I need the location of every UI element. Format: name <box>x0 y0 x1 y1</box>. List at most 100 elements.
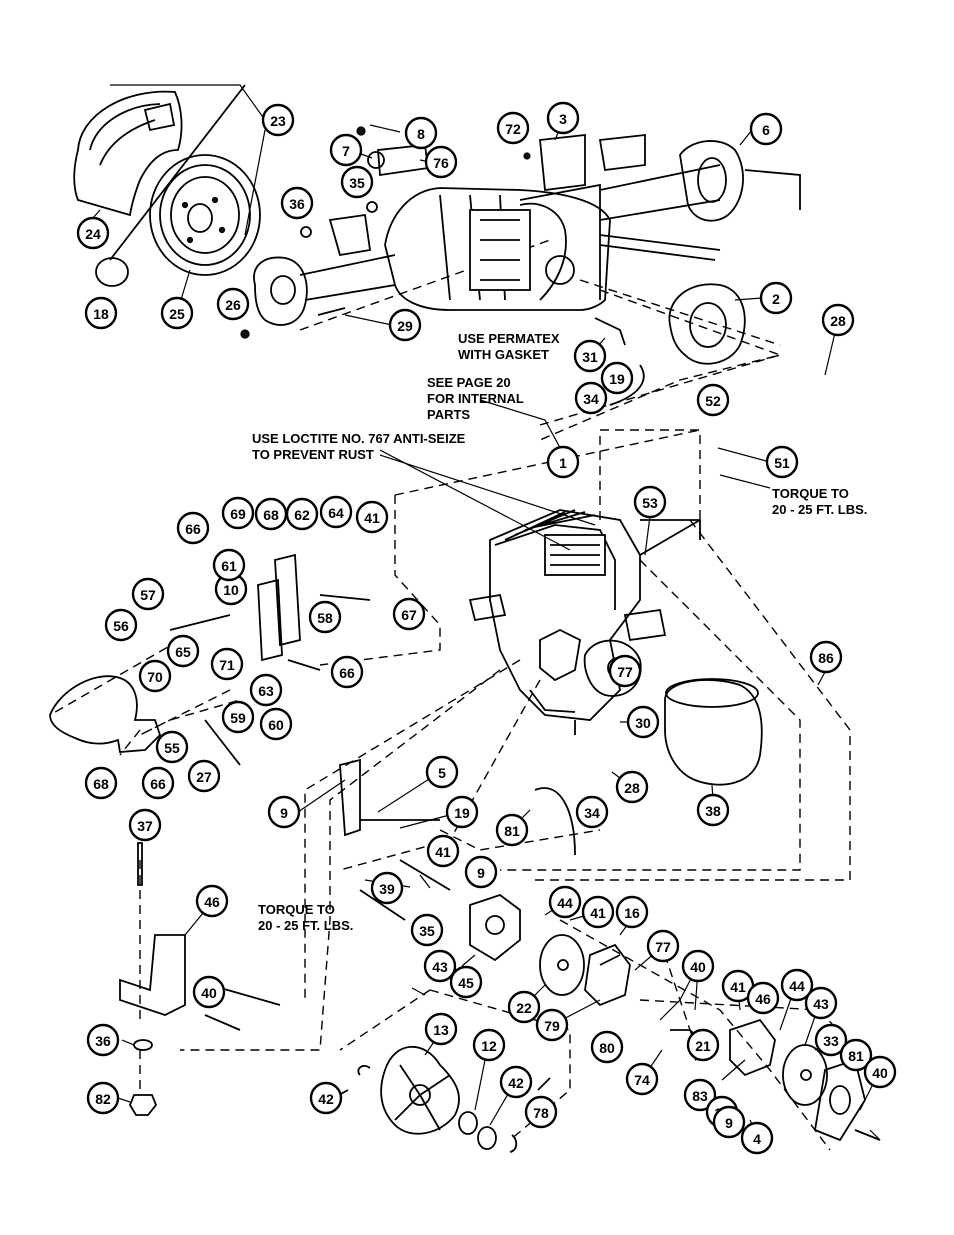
callout-label: 58 <box>317 610 333 626</box>
callout-3: 3 <box>546 101 580 135</box>
callout-label: 41 <box>730 979 746 995</box>
callout-label: 12 <box>481 1038 497 1054</box>
callout-label: 46 <box>204 894 220 910</box>
callout-circle <box>388 308 422 342</box>
callout-9: 9 <box>712 1105 746 1139</box>
callout-circle <box>160 296 194 330</box>
callout-circle <box>221 496 255 530</box>
callout-circle <box>740 1121 774 1155</box>
callout-circle <box>507 990 541 1024</box>
callout-label: 81 <box>848 1048 864 1064</box>
callout-68: 68 <box>84 766 118 800</box>
note-see-page-line-3: PARTS <box>427 407 470 422</box>
callout-circle <box>76 216 110 250</box>
callout-81: 81 <box>839 1038 873 1072</box>
callout-label: 36 <box>289 196 305 212</box>
callout-45: 45 <box>449 965 483 999</box>
callout-78: 78 <box>524 1095 558 1129</box>
callout-label: 82 <box>95 1091 111 1107</box>
callout-34: 34 <box>575 795 609 829</box>
callout-57: 57 <box>131 577 165 611</box>
callout-circle <box>821 303 855 337</box>
callout-40: 40 <box>192 975 226 1009</box>
callout-68: 68 <box>254 497 288 531</box>
callout-circle <box>696 383 730 417</box>
callout-30: 30 <box>626 705 660 739</box>
callout-label: 53 <box>642 495 658 511</box>
callout-53: 53 <box>633 485 667 519</box>
callout-circle <box>319 495 353 529</box>
callout-40: 40 <box>681 949 715 983</box>
callout-label: 41 <box>590 905 606 921</box>
callout-67: 67 <box>392 597 426 631</box>
callout-5: 5 <box>425 755 459 789</box>
callout-circle <box>86 1023 120 1057</box>
callout-circle <box>176 511 210 545</box>
callout-26: 26 <box>216 287 250 321</box>
callout-circle <box>581 895 615 929</box>
callout-circle <box>574 381 608 415</box>
assembly-notes: USE PERMATEX WITH GASKET SEE PAGE 20 FOR… <box>252 331 867 933</box>
callout-66: 66 <box>141 766 175 800</box>
callout-circle <box>249 673 283 707</box>
callout-circle <box>192 975 226 1009</box>
callout-label: 69 <box>230 506 246 522</box>
callout-circle <box>445 795 479 829</box>
callout-83: 83 <box>683 1078 717 1112</box>
callout-37: 37 <box>128 808 162 842</box>
callout-41: 41 <box>426 834 460 868</box>
callout-64: 64 <box>319 495 353 529</box>
callout-circle <box>573 339 607 373</box>
callout-82: 82 <box>86 1081 120 1115</box>
callout-label: 70 <box>147 669 163 685</box>
callout-77: 77 <box>646 929 680 963</box>
callout-28: 28 <box>615 770 649 804</box>
callout-25: 25 <box>160 296 194 330</box>
callout-circle <box>426 834 460 868</box>
callout-58: 58 <box>308 600 342 634</box>
callout-circle <box>524 1095 558 1129</box>
callout-label: 33 <box>823 1033 839 1049</box>
callout-label: 43 <box>813 996 829 1012</box>
callout-label: 27 <box>196 769 212 785</box>
callout-label: 7 <box>342 143 350 159</box>
callout-circle <box>615 770 649 804</box>
callout-42: 42 <box>499 1065 533 1099</box>
callout-circle <box>683 1078 717 1112</box>
callout-circle <box>863 1055 897 1089</box>
callout-circle <box>548 885 582 919</box>
callout-label: 36 <box>95 1033 111 1049</box>
callout-label: 31 <box>582 349 598 365</box>
callout-44: 44 <box>548 885 582 919</box>
callout-4: 4 <box>740 1121 774 1155</box>
callout-circle <box>285 497 319 531</box>
control-linkage <box>49 553 451 1116</box>
callout-circle <box>261 103 295 137</box>
callout-circle <box>259 707 293 741</box>
callout-label: 34 <box>583 391 599 407</box>
callout-51: 51 <box>765 445 799 479</box>
callout-44: 44 <box>780 968 814 1002</box>
callout-33: 33 <box>814 1023 848 1057</box>
callout-56: 56 <box>104 608 138 642</box>
callout-label: 28 <box>830 313 846 329</box>
callout-66: 66 <box>330 655 364 689</box>
callout-circle <box>392 597 426 631</box>
callout-38: 38 <box>696 793 730 827</box>
callout-label: 8 <box>417 126 425 142</box>
callout-circle <box>187 759 221 793</box>
callout-label: 66 <box>150 776 166 792</box>
callout-label: 25 <box>169 306 185 322</box>
callout-42: 42 <box>309 1081 343 1115</box>
callout-label: 9 <box>725 1115 733 1131</box>
callout-circle <box>575 795 609 829</box>
callout-label: 55 <box>164 740 180 756</box>
callout-2: 2 <box>759 281 793 315</box>
callout-label: 76 <box>433 155 449 171</box>
callout-label: 68 <box>93 776 109 792</box>
callout-24: 24 <box>76 216 110 250</box>
callout-39: 39 <box>370 871 404 905</box>
callout-label: 65 <box>175 644 191 660</box>
callout-label: 4 <box>753 1131 761 1147</box>
callout-circle <box>84 296 118 330</box>
